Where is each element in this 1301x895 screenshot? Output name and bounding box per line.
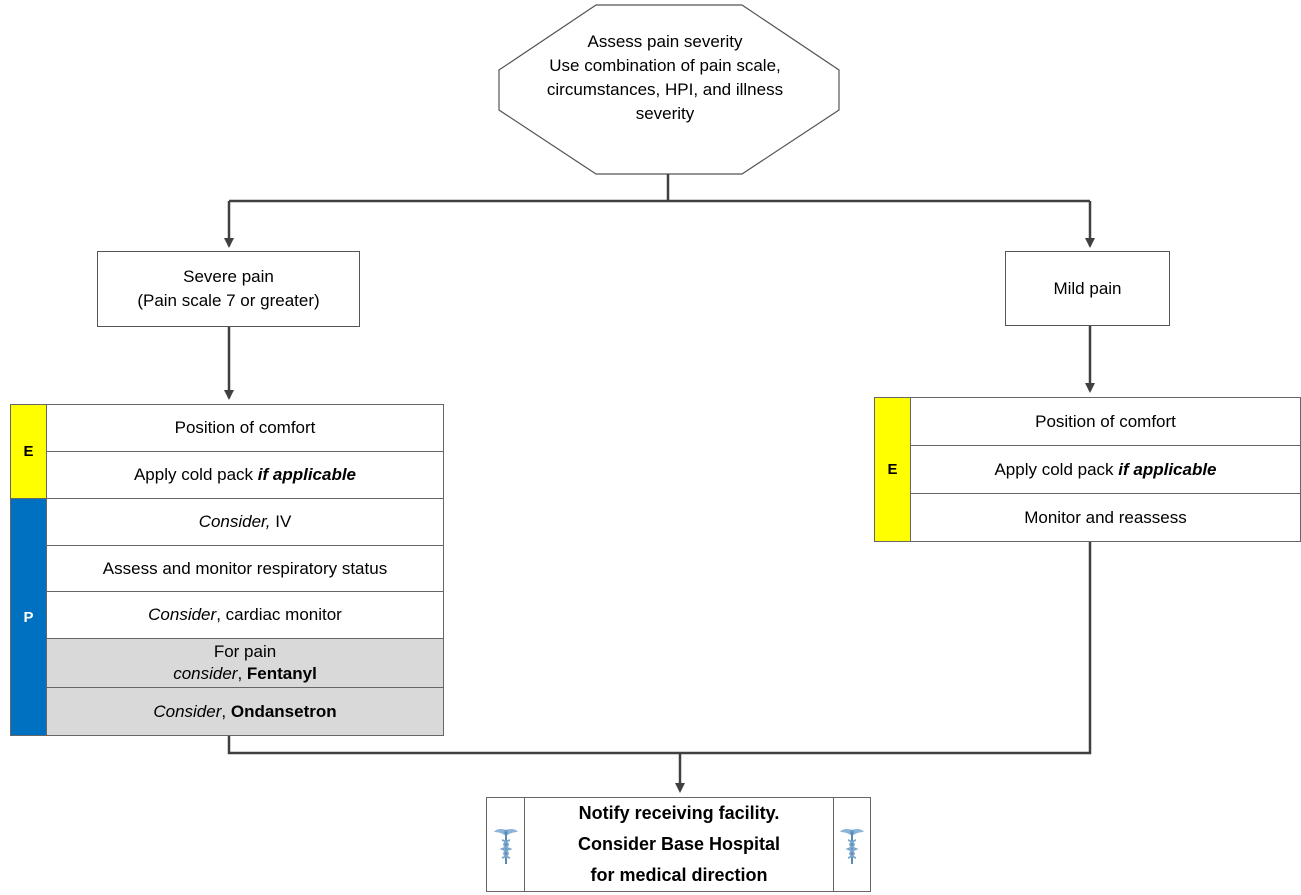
mild-cold-emphasis: if applicable (1118, 459, 1217, 479)
consider-iv-text: Consider, IV (199, 511, 292, 533)
ondansetron-drug: Ondansetron (230, 701, 337, 721)
notify-line-3: for medical direction (590, 865, 768, 885)
iv-text: IV (270, 512, 292, 531)
mild-emt-level-letter: E (887, 461, 898, 478)
consider-cardiac-monitor: Consider, cardiac monitor (46, 591, 444, 639)
caduceus-icon (840, 828, 864, 864)
monitor-text: Monitor and reassess (1024, 507, 1187, 527)
respiratory-text: Assess and monitor respiratory status (102, 558, 388, 578)
mild-apply-cold-pack: Apply cold pack if applicable (910, 445, 1301, 494)
ondansetron-consider: Consider (153, 701, 222, 721)
mild-pain-title: Mild pain (1053, 278, 1122, 298)
assess-pain-text: Assess pain severity Use combination of … (520, 30, 810, 126)
mild-emt-level-label: E (874, 397, 911, 542)
ondansetron-line: Consider, Ondansetron (153, 701, 336, 723)
severe-position-of-comfort: Position of comfort (46, 404, 444, 452)
fentanyl-sep: , (237, 664, 247, 683)
split-line (229, 174, 1090, 203)
monitor-and-reassess: Monitor and reassess (910, 493, 1301, 542)
start-line-3: circumstances, HPI, and illness (546, 80, 784, 99)
emt-level-label: E (10, 404, 47, 499)
merge-line (227, 541, 1092, 755)
assess-respiratory-status: Assess and monitor respiratory status (46, 545, 444, 592)
start-line-2: Use combination of pain scale, (549, 56, 781, 75)
notify-receiving-facility-box: Notify receiving facility. Consider Base… (486, 797, 871, 892)
cardiac-text: Consider, cardiac monitor (148, 604, 342, 626)
paramedic-level-letter: P (23, 608, 34, 626)
start-line-4: severity (635, 104, 695, 123)
severe-cold-pack-text: Apply cold pack if applicable (134, 464, 356, 486)
start-line-1: Assess pain severity (587, 32, 743, 51)
cold-pack-prefix: Apply cold pack (133, 465, 258, 484)
consider-ondansetron: Consider, Ondansetron (46, 687, 444, 736)
start-octagon (498, 4, 840, 175)
mild-pain-box: Mild pain (1005, 251, 1170, 326)
consider-fentanyl: For pain consider, Fentanyl (46, 638, 444, 688)
notify-line-1: Notify receiving facility. (578, 803, 780, 823)
cold-pack-emphasis: if applicable (257, 465, 357, 484)
severe-pain-title: Severe pain (183, 267, 274, 286)
for-pain-text: For pain (213, 642, 277, 661)
mild-position-of-comfort: Position of comfort (910, 397, 1301, 446)
severe-apply-cold-pack: Apply cold pack if applicable (46, 451, 444, 499)
mild-comfort-text: Position of comfort (1035, 411, 1176, 431)
iv-consider: Consider, (198, 512, 271, 531)
cardiac-monitor-text: , cardiac monitor (216, 605, 342, 624)
notify-text: Notify receiving facility. Consider Base… (524, 798, 834, 891)
severe-comfort-text: Position of comfort (174, 418, 316, 437)
emt-level-letter: E (23, 443, 34, 460)
mild-cold-pack-text: Apply cold pack if applicable (994, 459, 1216, 481)
consider-iv: Consider, IV (46, 498, 444, 546)
severe-pain-box: Severe pain (Pain scale 7 or greater) (97, 251, 360, 327)
fentanyl-line: consider, Fentanyl (173, 663, 317, 685)
caduceus-icon (494, 828, 518, 864)
mild-cold-prefix: Apply cold pack (994, 459, 1119, 479)
ondansetron-sep: , (221, 701, 231, 721)
cardiac-consider: Consider (148, 605, 217, 624)
fentanyl-drug: Fentanyl (246, 664, 317, 683)
paramedic-level-label: P (10, 498, 47, 736)
severe-pain-subtitle: (Pain scale 7 or greater) (137, 291, 320, 310)
notify-line-2: Consider Base Hospital (577, 834, 781, 854)
fentanyl-consider: consider (173, 664, 238, 683)
